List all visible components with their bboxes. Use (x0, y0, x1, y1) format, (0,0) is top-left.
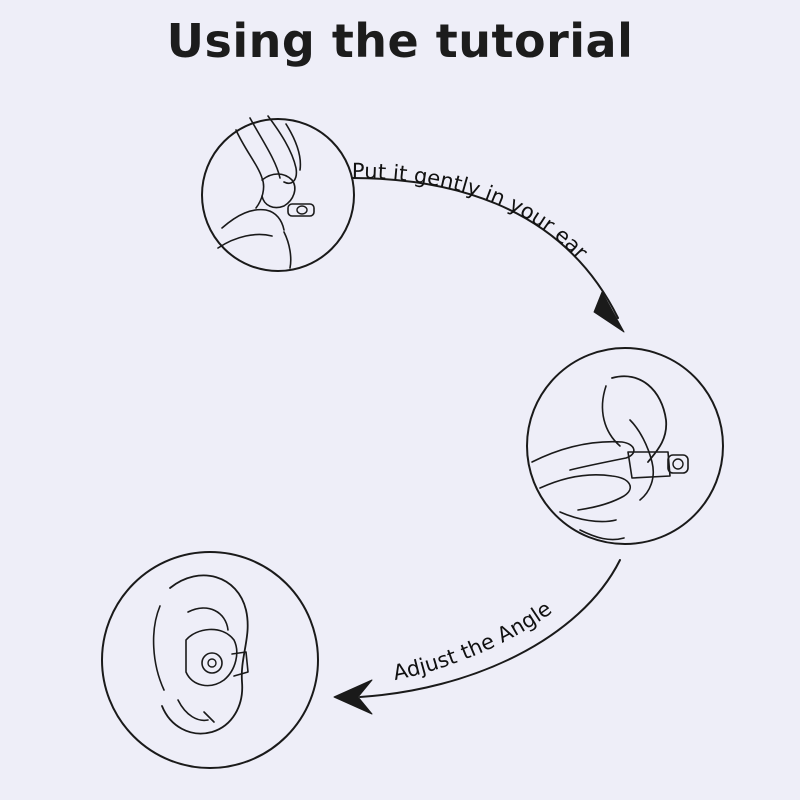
step-2-illustration (526, 347, 724, 545)
page-title: Using the tutorial (166, 14, 634, 68)
earplug-seated-in-ear-icon (152, 574, 249, 735)
arrow-head-left-icon (333, 679, 373, 715)
arrow-head-down-icon (593, 291, 625, 333)
step-3-frame (101, 551, 319, 769)
step-3-illustration (101, 551, 319, 769)
hand-holding-earplug-icon (217, 115, 315, 269)
svg-text:Put it gently in your ear: Put it gently in your ear (352, 159, 593, 264)
step-2-caption: Adjust the Angle (391, 596, 556, 685)
arrow-step2-to-step3 (333, 559, 621, 715)
step-1-caption: Put it gently in your ear (352, 159, 593, 264)
step-2-frame (526, 347, 724, 545)
step-1-illustration (201, 115, 355, 272)
fingers-inserting-earplug-icon (531, 375, 689, 541)
step-1-frame (201, 118, 355, 272)
arrow-step1-to-step2 (351, 177, 625, 333)
svg-text:Adjust the Angle: Adjust the Angle (391, 596, 556, 685)
